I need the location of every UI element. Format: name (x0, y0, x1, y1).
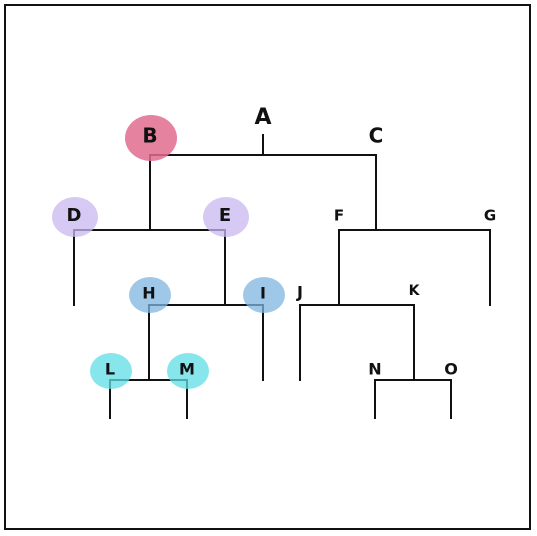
node-k-label: K (409, 283, 421, 299)
node-h-label: H (142, 284, 155, 303)
node-i-highlight (243, 277, 285, 313)
node-d-highlight (52, 197, 98, 237)
node-e-label: E (219, 205, 231, 226)
node-highlights (52, 115, 285, 389)
node-e-highlight (203, 197, 249, 237)
node-c-label: C (369, 124, 384, 148)
node-d-label: D (67, 205, 82, 226)
diagram-frame (4, 4, 531, 530)
node-f-label: F (334, 207, 344, 225)
node-b-highlight (125, 115, 177, 161)
node-o-label: O (444, 360, 458, 379)
node-b-label: B (142, 124, 157, 148)
node-m-label: M (179, 360, 195, 379)
node-m-highlight (167, 353, 209, 389)
node-n-label: N (368, 360, 381, 379)
node-i-label: I (260, 284, 266, 303)
node-h-highlight (129, 277, 171, 313)
node-j-label: J (296, 283, 303, 302)
node-l-highlight (90, 353, 132, 389)
tree-edges (73, 134, 491, 419)
node-labels: A B C D E F G H I J K L M N O (67, 105, 497, 379)
node-a-label: A (254, 105, 271, 130)
node-l-label: L (105, 360, 115, 379)
node-g-label: G (484, 207, 496, 225)
